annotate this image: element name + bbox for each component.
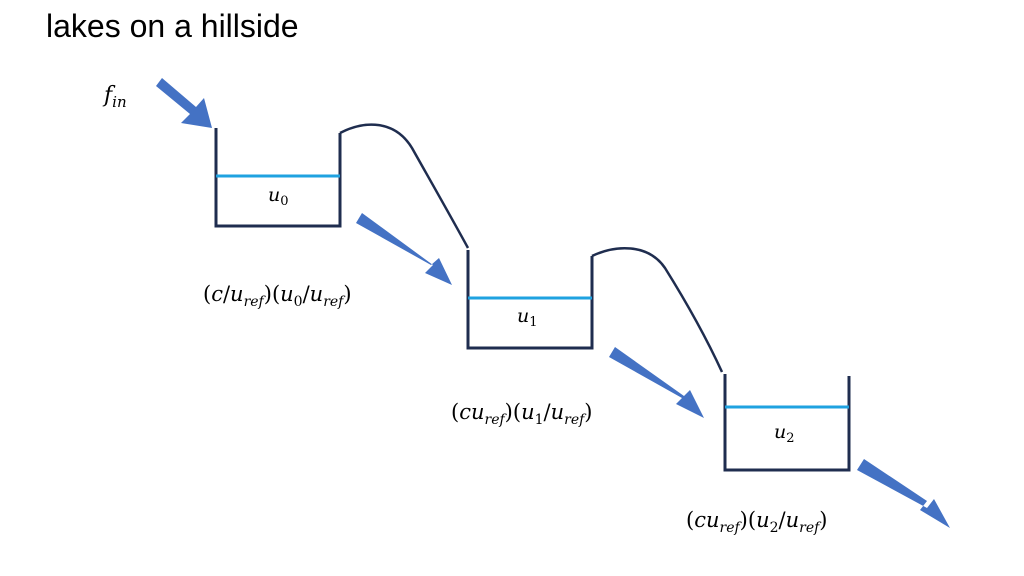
- flow-label-0: (c/uref)(u0/uref): [203, 282, 352, 310]
- inflow-arrow: [156, 78, 212, 128]
- lake-2: u2: [723, 374, 851, 472]
- flow-arrow-1: [609, 347, 704, 418]
- lake-0-label: u0: [268, 184, 289, 209]
- outflow-arrow: [857, 459, 950, 528]
- hillside-curve-0: [339, 123, 470, 249]
- flow-label-1: (curef)(u1/uref): [451, 400, 593, 428]
- slide-title: lakes on a hillside: [46, 8, 299, 44]
- flow-arrow-0: [356, 213, 452, 285]
- flow-label-2: (curef)(u2/uref): [686, 508, 828, 536]
- inflow-label: fin: [102, 83, 127, 111]
- lake-1-label: u1: [517, 305, 538, 330]
- lake-2-label: u2: [774, 421, 795, 446]
- lake-1: u1: [466, 250, 594, 350]
- hillside-curve-1: [591, 247, 724, 373]
- lake-2-basin: [723, 374, 851, 472]
- lake-0: u0: [214, 128, 342, 228]
